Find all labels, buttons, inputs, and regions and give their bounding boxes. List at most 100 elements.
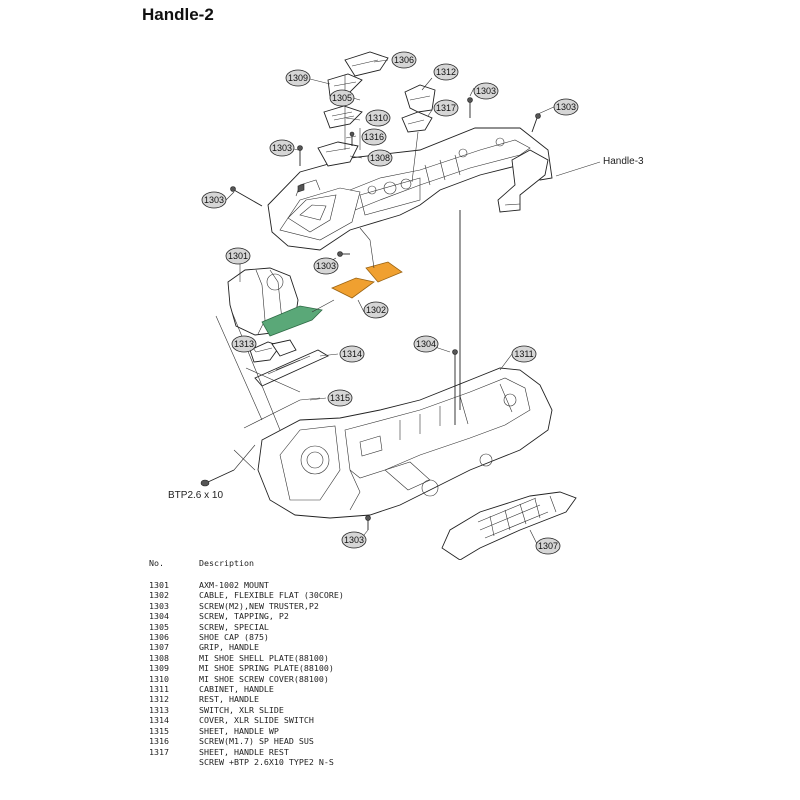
part-description: CABINET, HANDLE <box>199 684 274 695</box>
callout-1308: 1308 <box>367 149 393 167</box>
part-number: 1309 <box>149 663 169 674</box>
callout-1309: 1309 <box>285 69 311 87</box>
parts-row: SCREW +BTP 2.6X10 TYPE2 N-S <box>149 757 344 767</box>
part-number: 1305 <box>149 621 169 632</box>
part-number: 1310 <box>149 673 169 684</box>
part-description: SHOE CAP (875) <box>199 632 269 643</box>
part-number: 1313 <box>149 704 169 715</box>
callout-1315: 1315 <box>327 389 353 407</box>
part-description: SHEET, HANDLE WP <box>199 725 279 736</box>
part-number: 1315 <box>149 725 169 736</box>
parts-row: 1306 SHOE CAP (875) <box>149 632 344 642</box>
svg-text:1307: 1307 <box>538 541 558 551</box>
callout-1303: 1303 <box>313 257 339 275</box>
grip-handle <box>441 491 577 560</box>
svg-text:1303: 1303 <box>316 261 336 271</box>
svg-text:1303: 1303 <box>204 195 224 205</box>
svg-text:1303: 1303 <box>476 86 496 96</box>
part-number: 1304 <box>149 611 169 622</box>
handle-3-label: Handle-3 <box>603 156 644 167</box>
part-number: 1303 <box>149 600 169 611</box>
svg-text:1303: 1303 <box>272 143 292 153</box>
callout-1303: 1303 <box>553 98 579 116</box>
part-number: 1312 <box>149 694 169 705</box>
callout-1312: 1312 <box>433 63 459 81</box>
svg-text:1310: 1310 <box>368 113 388 123</box>
parts-row: 1307 GRIP, HANDLE <box>149 642 344 652</box>
part-number: 1306 <box>149 632 169 643</box>
callout-1303: 1303 <box>201 191 227 209</box>
svg-text:1313: 1313 <box>234 339 254 349</box>
svg-text:1305: 1305 <box>332 93 352 103</box>
part-description: MI SHOE SCREW COVER(88100) <box>199 673 329 684</box>
callout-1303: 1303 <box>341 531 367 549</box>
part-description: SCREW +BTP 2.6X10 TYPE2 N-S <box>199 756 334 767</box>
upper-screws <box>230 97 541 257</box>
part-description: GRIP, HANDLE <box>199 642 259 653</box>
parts-list-header: No. Description <box>149 558 344 580</box>
part-description: COVER, XLR SLIDE SWITCH <box>199 715 314 726</box>
parts-row: 1303 SCREW(M2),NEW TRUSTER,P2 <box>149 601 344 611</box>
svg-text:1303: 1303 <box>344 535 364 545</box>
parts-row: 1315 SHEET, HANDLE WP <box>149 726 344 736</box>
part-number: 1307 <box>149 642 169 653</box>
part-number: 1302 <box>149 590 169 601</box>
xlr-switch-parts <box>249 339 329 387</box>
part-description: SHEET, HANDLE REST <box>199 746 289 757</box>
svg-text:1301: 1301 <box>228 251 248 261</box>
parts-row: 1301 AXM-1002 MOUNT <box>149 580 344 590</box>
svg-text:1311: 1311 <box>514 349 533 359</box>
part-number: 1301 <box>149 580 169 590</box>
part-description: MI SHOE SPRING PLATE(88100) <box>199 663 334 674</box>
callout-1311: 1311 <box>511 345 537 363</box>
parts-row: 1302 CABLE, FLEXIBLE FLAT (30CORE) <box>149 590 344 600</box>
handle-wp-sheet <box>215 311 321 431</box>
callout-1316: 1316 <box>361 128 387 146</box>
parts-list-rows: 1301 AXM-1002 MOUNT 1302 CABLE, FLEXIBLE FL… <box>149 580 344 767</box>
part-description: SCREW(M2),NEW TRUSTER,P2 <box>199 600 319 611</box>
parts-row: 1313 SWITCH, XLR SLIDE <box>149 705 344 715</box>
part-number <box>149 757 199 767</box>
callout-1314: 1314 <box>339 345 365 363</box>
parts-row: 1314 COVER, XLR SLIDE SWITCH <box>149 715 344 725</box>
callout-1303: 1303 <box>473 82 499 100</box>
header-description: Description <box>199 558 254 568</box>
part-description: REST, HANDLE <box>199 694 259 705</box>
callout-1306: 1306 <box>391 51 417 69</box>
callout-1301: 1301 <box>225 247 251 265</box>
svg-text:1312: 1312 <box>436 67 456 77</box>
callout-1302: 1302 <box>363 301 389 319</box>
shoe-parts <box>317 51 389 167</box>
svg-text:1306: 1306 <box>394 55 414 65</box>
callout-1307: 1307 <box>535 537 561 555</box>
parts-row: 1312 REST, HANDLE <box>149 694 344 704</box>
part-number: 1314 <box>149 715 169 726</box>
svg-text:1309: 1309 <box>288 73 308 83</box>
part-number: 1316 <box>149 736 169 747</box>
handle-rest <box>401 84 436 183</box>
header-no: No. <box>149 558 164 568</box>
part-description: AXM-1002 MOUNT <box>199 580 269 590</box>
svg-text:1303: 1303 <box>556 102 576 112</box>
callout-bubbles: 1306 1309 1305 1312 1303 1317 1303 1310 … <box>201 51 579 555</box>
parts-row: 1309 MI SHOE SPRING PLATE(88100) <box>149 663 344 673</box>
screw-size-label: BTP2.6 x 10 <box>168 490 223 501</box>
mount-and-cable <box>227 227 403 337</box>
part-description: CABLE, FLEXIBLE FLAT (30CORE) <box>199 590 344 601</box>
svg-text:1315: 1315 <box>330 393 350 403</box>
svg-text:1304: 1304 <box>416 339 436 349</box>
callout-1317: 1317 <box>433 99 459 117</box>
callout-1303: 1303 <box>269 139 295 157</box>
part-number: 1308 <box>149 652 169 663</box>
exploded-parts-diagram: .ln { stroke:#222; stroke-width:0.9; fil… <box>168 51 644 560</box>
callout-1305: 1305 <box>329 89 355 107</box>
svg-text:1308: 1308 <box>370 153 390 163</box>
part-description: SWITCH, XLR SLIDE <box>199 704 284 715</box>
svg-text:1317: 1317 <box>436 103 456 113</box>
